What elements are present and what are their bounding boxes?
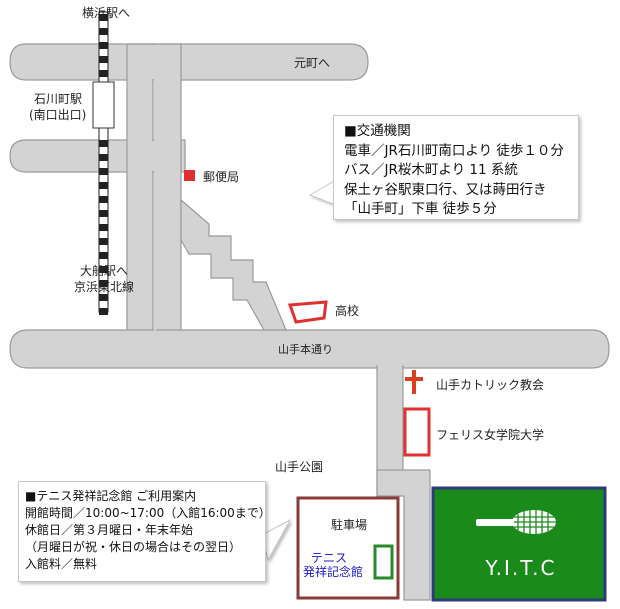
transit-line: 「山手町」下車 徒歩５分 bbox=[344, 201, 497, 217]
memorial-building-marker bbox=[373, 544, 394, 580]
label-south-exit: (南口出口) bbox=[29, 108, 87, 122]
railway-line bbox=[98, 11, 109, 315]
rail-tick bbox=[99, 252, 108, 259]
label-yitc: Y.I.T.C bbox=[485, 556, 557, 580]
label-to-motomachi: 元町へ bbox=[294, 56, 331, 70]
label-memorial-line1: テニス bbox=[311, 551, 348, 565]
ferris-university-marker bbox=[403, 407, 431, 457]
rail-tick bbox=[99, 210, 108, 217]
rail-tick bbox=[99, 224, 108, 231]
rail-tick bbox=[99, 42, 108, 49]
transit-line: 保土ヶ谷駅東口行、又は蒔田行き bbox=[344, 181, 547, 198]
rail-tick bbox=[99, 182, 108, 189]
label-post-office: 郵便局 bbox=[203, 170, 240, 184]
usage-line: 入館料／無料 bbox=[25, 557, 98, 571]
rail-tick bbox=[99, 266, 108, 273]
label-to-ofuna: 大船駅へ bbox=[80, 264, 129, 278]
label-ferris-university: フェリス女学院大学 bbox=[436, 428, 545, 442]
rail-tick bbox=[99, 280, 108, 287]
label-memorial-line2: 発祥記念館 bbox=[303, 565, 364, 579]
yitc-court bbox=[431, 486, 607, 602]
cross-icon bbox=[405, 370, 423, 394]
post-office-marker-icon bbox=[184, 170, 195, 181]
rail-tick bbox=[99, 28, 108, 35]
rail-tick bbox=[99, 308, 108, 315]
label-catholic-church: 山手カトリック教会 bbox=[436, 378, 545, 392]
rail-tick bbox=[99, 56, 108, 63]
usage-line: （月曜日が祝・休日の場合はその翌日） bbox=[25, 540, 242, 554]
transit-line: ■交通機関 bbox=[344, 123, 411, 139]
label-parking: 駐車場 bbox=[331, 518, 368, 532]
transit-line: 電車／JR石川町南口より 徒歩１０分 bbox=[344, 142, 564, 159]
usage-line: 休館日／第３月曜日・年末年始 bbox=[25, 523, 194, 537]
label-high-school: 高校 bbox=[335, 304, 360, 318]
tennis-racket-icon bbox=[476, 510, 556, 534]
rail-tick bbox=[99, 140, 108, 147]
road-stepped bbox=[180, 198, 287, 331]
transit-line: バス／JR桜木町より 11 系統 bbox=[344, 162, 518, 178]
label-yamate-hondori: 山手本通り bbox=[278, 343, 333, 356]
label-yamate-park: 山手公園 bbox=[275, 460, 324, 474]
usage-info-box: ■テニス発祥記念館 ご利用案内 開館時間／10:00~17:00（入館16:00… bbox=[18, 481, 271, 582]
ishikawacho-station-building bbox=[92, 81, 115, 129]
transit-info-box: ■交通機関 電車／JR石川町南口より 徒歩１０分 バス／JR桜木町より 11 系… bbox=[333, 115, 579, 220]
label-ishikawacho-station: 石川町駅 bbox=[34, 92, 83, 106]
rail-tick bbox=[99, 168, 108, 175]
road-vertical-left bbox=[126, 43, 154, 355]
rail-tick bbox=[99, 196, 108, 203]
high-school-marker bbox=[287, 300, 328, 324]
road-vertical-right bbox=[154, 43, 182, 355]
rail-tick bbox=[99, 14, 108, 21]
label-to-yokohama: 横浜駅へ bbox=[82, 6, 131, 20]
road-bottom-right bbox=[376, 469, 431, 601]
label-keihin-tohoku: 京浜東北線 bbox=[74, 280, 135, 294]
usage-line: ■テニス発祥記念館 ご利用案内 bbox=[25, 489, 197, 503]
rail-tick bbox=[99, 238, 108, 245]
rail-tick bbox=[99, 294, 108, 301]
rail-tick bbox=[99, 154, 108, 161]
usage-line: 開館時間／10:00~17:00（入館16:00まで） bbox=[25, 506, 271, 520]
rail-tick bbox=[99, 70, 108, 77]
